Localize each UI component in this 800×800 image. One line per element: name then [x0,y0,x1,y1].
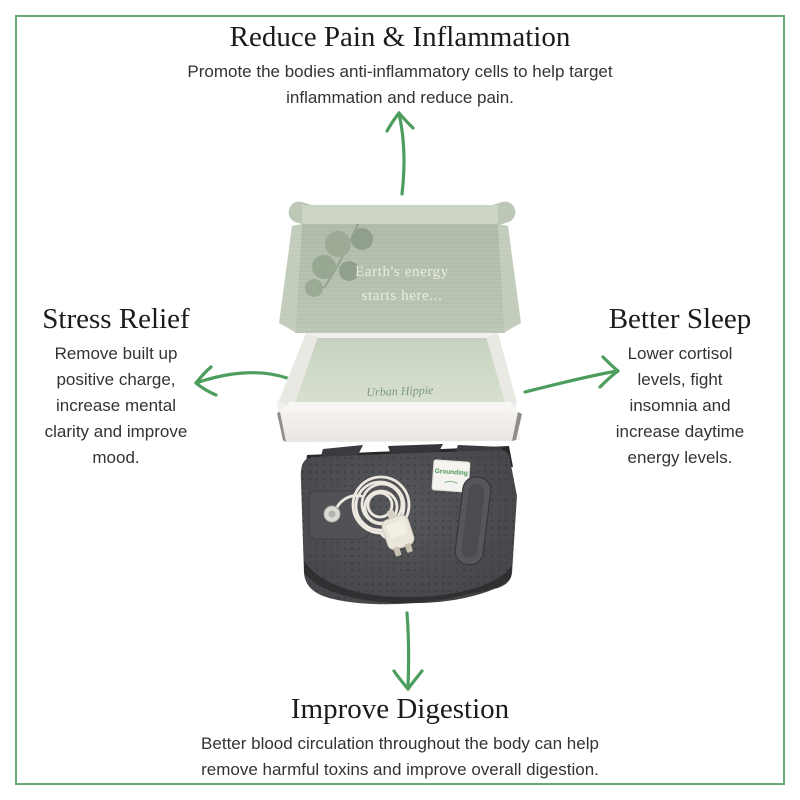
box-lid-panel: Earth's energy starts here... [295,223,505,333]
grounding-mat-illustration: Grounding [300,444,517,605]
box-tray-front-rim [280,402,518,413]
benefit-top-description: Promote the bodies anti-inflammatory cel… [187,62,613,108]
box-corner-right [512,412,522,441]
box-tray-front-face [280,412,518,442]
brand-script: Urban Hippie [366,383,434,399]
product-box-illustration: Earth's energy starts here... Urban Hipp… [277,201,522,442]
benefit-right-title: Better Sleep [608,303,752,335]
arrow-down-icon [392,611,424,691]
mat-label-text: Grounding [434,468,468,477]
benefit-bottom-description: Better blood circulation throughout the … [201,734,599,780]
benefit-left-description: Remove built up positive charge, increas… [44,344,188,467]
benefit-bottom: Improve Digestion Better blood circulati… [0,693,800,783]
mat-bottom-fold [304,561,512,604]
box-tray-right-wall [486,333,517,406]
mat-label-tag: Grounding [431,459,471,493]
mat-strap [454,476,492,566]
box-lid-top-strip [302,205,498,224]
box-lid-side-flaps [279,224,521,332]
snap-connector [323,505,341,523]
benefit-left-title: Stress Relief [42,303,190,335]
box-message-line2: starts here... [362,288,443,304]
benefit-left: Stress Relief Remove built up positive c… [32,303,200,470]
benefit-top-title: Reduce Pain & Inflammation [229,21,571,53]
arrow-left-icon [194,365,289,397]
box-corner-left [277,412,286,442]
arrow-right-icon [523,355,620,394]
benefit-right-description: Lower cortisol levels, fight insomnia an… [615,344,745,467]
box-tray: Urban Hippie [277,333,522,442]
box-message-line1: Earth's energy [355,264,449,280]
benefit-top: Reduce Pain & Inflammation Promote the b… [0,21,800,111]
box-tray-interior [290,338,510,406]
benefit-right: Better Sleep Lower cortisol levels, figh… [605,303,755,470]
cable-coil [351,475,411,535]
benefit-bottom-title: Improve Digestion [290,693,510,725]
eucalyptus-leaves-print [305,223,373,297]
arrow-up-icon [385,111,415,196]
box-tray-left-wall [279,333,318,406]
uk-plug-icon [381,509,415,557]
